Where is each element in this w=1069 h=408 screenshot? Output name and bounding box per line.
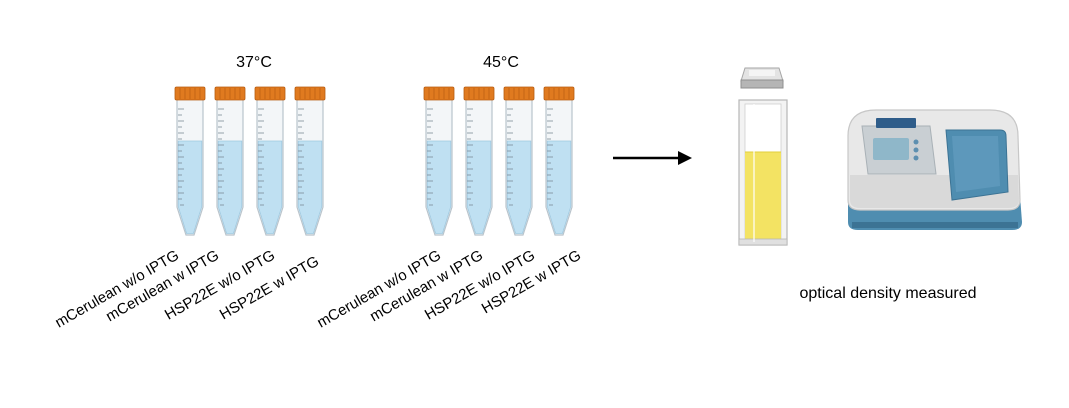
right-arrow-icon [613, 151, 692, 165]
tube-group-45: 45°C mCerulean w/o IPTG mCerulean w IPTG… [314, 54, 584, 331]
centrifuge-tube-icon [294, 86, 326, 236]
centrifuge-tube-icon [463, 86, 495, 236]
cuvette-icon [738, 99, 788, 246]
centrifuge-tube-icon [543, 86, 575, 236]
centrifuge-tube-icon [214, 86, 246, 236]
cuvette-cap-icon [740, 67, 784, 89]
centrifuge-tube-icon [254, 86, 286, 236]
measurement-caption: optical density measured [800, 285, 977, 302]
tube-group-37: 37°C mCerulean w/o IPTG mCerulean w IPTG… [52, 54, 326, 331]
temperature-label: 45°C [483, 54, 519, 71]
spectrophotometer-icon [847, 109, 1022, 230]
temperature-label: 37°C [236, 54, 272, 71]
centrifuge-tube-icon [423, 86, 455, 236]
centrifuge-tube-icon [503, 86, 535, 236]
centrifuge-tube-icon [174, 86, 206, 236]
